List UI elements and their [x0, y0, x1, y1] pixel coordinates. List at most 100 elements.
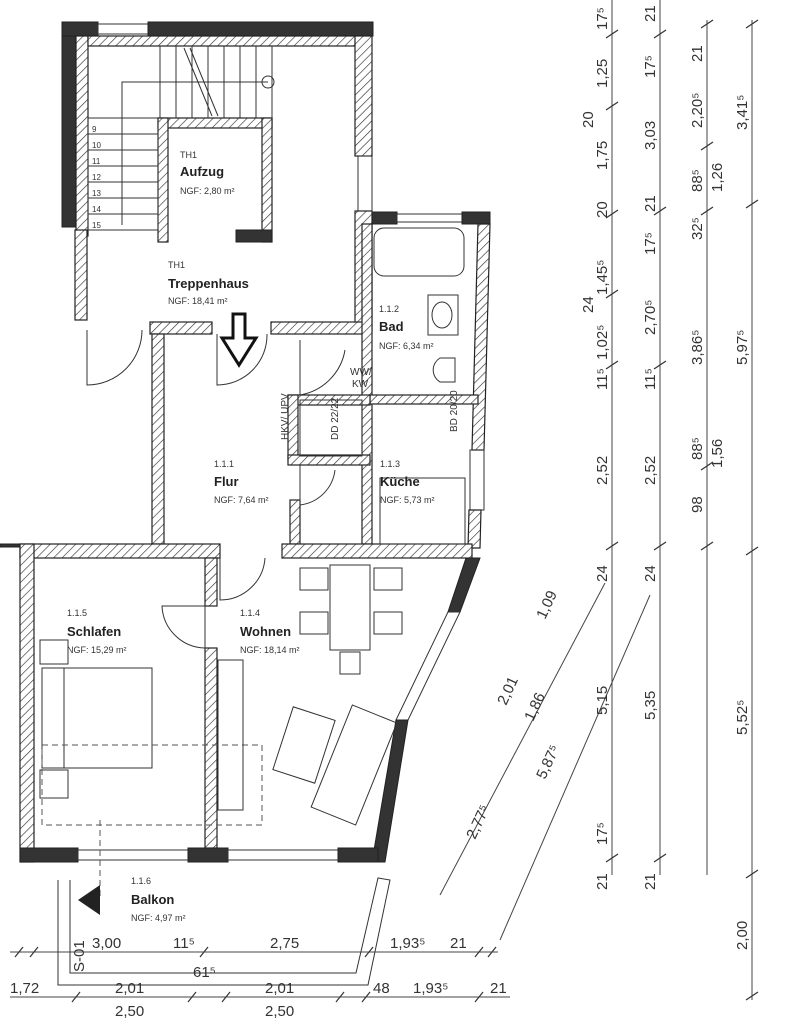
- dim: 2,52: [642, 456, 659, 485]
- room-kueche: 1.1.3 Küche NGF: 5,73 m²: [380, 459, 435, 505]
- room-treppenhaus: TH1 Treppenhaus NGF: 18,41 m²: [168, 260, 249, 306]
- sofa: [310, 704, 398, 826]
- stair-step-9: 9: [92, 125, 97, 134]
- room-id: 1.1.4: [240, 608, 260, 618]
- dim: 1,93⁵: [413, 980, 448, 997]
- dim: 2,50: [115, 1003, 144, 1020]
- room-id: TH1: [180, 150, 197, 160]
- bed: [41, 667, 153, 769]
- room-area: NGF: 18,14 m²: [240, 645, 300, 655]
- room-aufzug: TH1 Aufzug NGF: 2,80 m²: [180, 150, 235, 196]
- room-area: NGF: 5,73 m²: [380, 495, 435, 505]
- dim: 1,56: [709, 439, 726, 468]
- room-id: 1.1.2: [379, 304, 399, 314]
- walls: [0, 21, 491, 863]
- dim: 1,02⁵: [594, 325, 611, 360]
- dim: 21: [642, 195, 659, 212]
- dim: 24: [594, 565, 611, 582]
- coffee-table: [272, 706, 336, 784]
- dimensions-bottom: 3,00 11⁵ 2,75 1,93⁵ 21 61⁵ 1,72 2,01 2,0…: [10, 935, 507, 1020]
- room-schlafen: 1.1.5 Schlafen NGF: 15,29 m²: [67, 608, 127, 655]
- dim: 3,41⁵: [734, 95, 751, 130]
- stair-step-14: 14: [92, 205, 101, 214]
- kw-label: KW: [352, 379, 369, 390]
- room-id: 1.1.3: [380, 459, 400, 469]
- doors: [86, 329, 346, 649]
- bathtub: [373, 227, 465, 277]
- room-bad: 1.1.2 Bad NGF: 6,34 m²: [379, 304, 434, 351]
- dim: 1,72: [10, 980, 39, 997]
- stair-step-11: 11: [92, 157, 101, 166]
- dim: 20: [594, 201, 611, 218]
- stair-step-10: 10: [92, 141, 101, 150]
- dim: 61⁵: [193, 964, 216, 981]
- dim: 21: [642, 873, 659, 890]
- dim: 2,20⁵: [689, 93, 706, 128]
- stair-step-13: 13: [92, 189, 101, 198]
- dim: 17⁵: [642, 232, 659, 255]
- dimensions-col1: 17⁵ 1,25 20 1,75 20 1,45⁵ 24 1,02⁵ 11⁵ 2…: [580, 7, 611, 890]
- dim: 2,00: [734, 921, 751, 950]
- dimension-lines: [10, 0, 759, 1003]
- dim: 21: [594, 873, 611, 890]
- dim: 5,15: [594, 686, 611, 715]
- dim: 1,09: [533, 588, 561, 622]
- room-area: NGF: 7,64 m²: [214, 495, 269, 505]
- section-label: S-01: [71, 940, 88, 972]
- ww-label: WW/: [350, 367, 372, 378]
- dim: 11⁵: [642, 368, 659, 390]
- toilet: [432, 357, 456, 383]
- dim: 88⁵: [689, 169, 706, 192]
- dimensions-col4: 3,41⁵ 5,97⁵ 5,52⁵ 2,00: [734, 95, 751, 950]
- room-area: NGF: 6,34 m²: [379, 341, 434, 351]
- room-id: TH1: [168, 260, 185, 270]
- dim: 1,75: [594, 141, 611, 170]
- dim: 1,26: [709, 163, 726, 192]
- dim: 11⁵: [173, 935, 195, 952]
- dim: 5,97⁵: [734, 330, 751, 365]
- dim: 21: [450, 935, 467, 952]
- dim: 20: [580, 111, 597, 128]
- dining-table: [329, 564, 371, 651]
- section-marker-icon: [78, 885, 100, 915]
- room-area: NGF: 4,97 m²: [131, 913, 186, 923]
- room-name: Flur: [214, 474, 239, 489]
- dimensions-col3: 21 2,20⁵ 88⁵ 1,26 32⁵ 3,86⁵ 88⁵ 1,56 98: [689, 45, 726, 513]
- room-name: Wohnen: [240, 624, 291, 639]
- entrance-arrow-icon: [219, 312, 259, 368]
- dim: 24: [642, 565, 659, 582]
- dim: 88⁵: [689, 437, 706, 460]
- dim: 24: [580, 296, 597, 313]
- dim: 21: [689, 45, 706, 62]
- bd-label: BD 20/20: [449, 390, 460, 432]
- dim: 11⁵: [594, 368, 611, 390]
- sink: [427, 294, 459, 336]
- dim: 48: [373, 980, 390, 997]
- room-name: Bad: [379, 319, 404, 334]
- room-area: NGF: 15,29 m²: [67, 645, 127, 655]
- room-area: NGF: 2,80 m²: [180, 186, 235, 196]
- dim: 2,01: [115, 980, 144, 997]
- dim: 2,01: [265, 980, 294, 997]
- room-name: Balkon: [131, 892, 174, 907]
- dim: 32⁵: [689, 217, 706, 240]
- dim: 1,86: [521, 690, 549, 724]
- dimensions-col2: 21 17⁵ 3,03 21 17⁵ 2,70⁵ 11⁵ 2,52 24 5,3…: [642, 5, 659, 890]
- dim: 1,45⁵: [594, 260, 611, 295]
- dim: 3,03: [642, 121, 659, 150]
- staircase: 9 10 11 12 13 14 15: [87, 46, 275, 231]
- dim: 3,86⁵: [689, 330, 706, 365]
- dim: 21: [490, 980, 507, 997]
- dim: 98: [689, 496, 706, 513]
- dim: 3,00: [92, 935, 121, 952]
- hkv-upv-label: HKV/ UPV: [280, 393, 291, 440]
- dim: 2,75: [270, 935, 299, 952]
- stair-step-15: 15: [92, 221, 101, 230]
- dim: 17⁵: [642, 55, 659, 78]
- dim: 2,50: [265, 1003, 294, 1020]
- dim: 2,77⁵: [463, 802, 493, 841]
- room-id: 1.1.6: [131, 876, 151, 886]
- room-flur: 1.1.1 Flur NGF: 7,64 m²: [214, 459, 269, 505]
- room-id: 1.1.1: [214, 459, 234, 469]
